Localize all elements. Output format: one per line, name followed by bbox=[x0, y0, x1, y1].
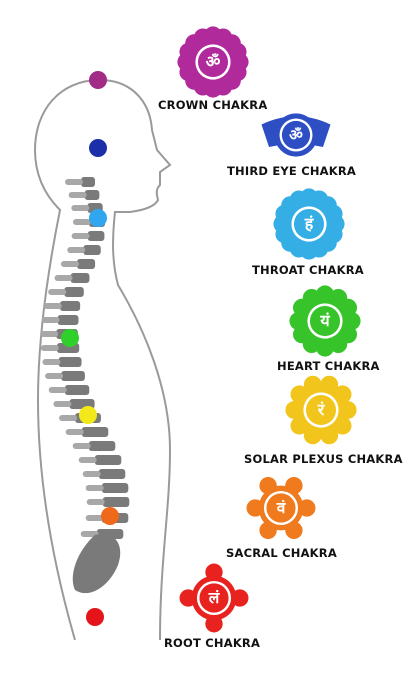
spinous-process bbox=[54, 275, 73, 281]
vertebra bbox=[81, 427, 109, 437]
chakra-label: THROAT CHAKRA bbox=[252, 263, 364, 277]
spinous-process bbox=[65, 429, 84, 435]
chakra-dot bbox=[89, 139, 107, 157]
symbol-core bbox=[305, 394, 337, 426]
vertebra bbox=[58, 357, 82, 367]
chakra-symbol-icon: वं bbox=[246, 476, 316, 540]
spinous-process bbox=[85, 515, 104, 521]
spinous-process bbox=[67, 247, 86, 253]
spinous-process bbox=[85, 485, 104, 491]
chakra-label: CROWN CHAKRA bbox=[158, 98, 268, 112]
spinous-process bbox=[72, 219, 91, 225]
chakra-symbol-icon: यं bbox=[289, 285, 361, 357]
bija-glyph: लं bbox=[208, 589, 221, 607]
chakra-label: SACRAL CHAKRA bbox=[226, 546, 337, 560]
vertebra bbox=[94, 455, 122, 465]
spinous-process bbox=[40, 345, 59, 351]
spinous-process bbox=[78, 457, 97, 463]
spinous-process bbox=[82, 471, 101, 477]
vertebra bbox=[57, 315, 79, 325]
bija-glyph: रं bbox=[317, 400, 326, 419]
spinous-process bbox=[68, 192, 87, 198]
spinous-process bbox=[48, 289, 67, 295]
symbol-core bbox=[266, 493, 296, 523]
spinous-process bbox=[45, 373, 64, 379]
spinous-process bbox=[60, 261, 79, 267]
spinous-process bbox=[59, 415, 78, 421]
vertebra bbox=[64, 385, 90, 395]
bija-glyph: वं bbox=[276, 499, 287, 517]
spinous-process bbox=[53, 401, 72, 407]
spinous-process bbox=[71, 233, 90, 239]
chakra-label: ROOT CHAKRA bbox=[164, 636, 261, 650]
chakra-dot bbox=[89, 209, 107, 227]
spinous-process bbox=[65, 179, 83, 185]
vertebra bbox=[101, 483, 129, 493]
spinous-process bbox=[48, 387, 67, 393]
vertebra bbox=[98, 469, 126, 479]
chakra-label: THIRD EYE CHAKRA bbox=[227, 164, 357, 178]
bija-glyph: हं bbox=[304, 214, 315, 233]
symbol-core bbox=[281, 120, 311, 150]
chakra-symbol-icon: लं bbox=[179, 563, 249, 633]
vertebra bbox=[76, 259, 96, 269]
chakra-symbol-icon: रं bbox=[285, 375, 357, 445]
chakra-dot bbox=[86, 608, 104, 626]
symbol-core bbox=[199, 583, 229, 613]
spinous-process bbox=[40, 331, 59, 337]
chakra-dot bbox=[101, 507, 119, 525]
chakra-label: HEART CHAKRA bbox=[277, 359, 380, 373]
vertebra bbox=[81, 177, 95, 187]
vertebra bbox=[88, 441, 116, 451]
sacrum bbox=[72, 534, 121, 594]
symbol-core bbox=[309, 305, 341, 337]
symbol-core bbox=[197, 46, 229, 78]
chakra-symbol-icon: हं bbox=[273, 188, 345, 260]
vertebra bbox=[102, 497, 130, 507]
spinous-process bbox=[80, 531, 99, 537]
vertebra bbox=[61, 371, 85, 381]
spinous-process bbox=[71, 205, 90, 211]
chakra-dot bbox=[79, 406, 97, 424]
spinous-process bbox=[86, 499, 105, 505]
chakra-symbol-icon: ॐ bbox=[177, 26, 249, 98]
vertebra bbox=[59, 301, 81, 311]
spinous-process bbox=[41, 317, 60, 323]
vertebra bbox=[84, 190, 100, 200]
spinous-process bbox=[72, 443, 91, 449]
symbol-core bbox=[293, 208, 325, 240]
bija-glyph: ॐ bbox=[289, 126, 303, 144]
bija-glyph: यं bbox=[319, 311, 330, 330]
vertebra bbox=[64, 287, 84, 297]
spinous-process bbox=[42, 359, 61, 365]
spinous-process bbox=[43, 303, 62, 309]
chakra-dot bbox=[89, 71, 107, 89]
body-silhouette bbox=[33, 79, 172, 641]
vertebra bbox=[87, 231, 105, 241]
chakra-dot bbox=[61, 329, 79, 347]
chakra-label: SOLAR PLEXUS CHAKRA bbox=[244, 452, 403, 466]
vertebra bbox=[70, 273, 90, 283]
chakra-symbol-icon: ॐ bbox=[261, 113, 331, 157]
vertebra bbox=[83, 245, 101, 255]
bija-glyph: ॐ bbox=[206, 52, 221, 71]
